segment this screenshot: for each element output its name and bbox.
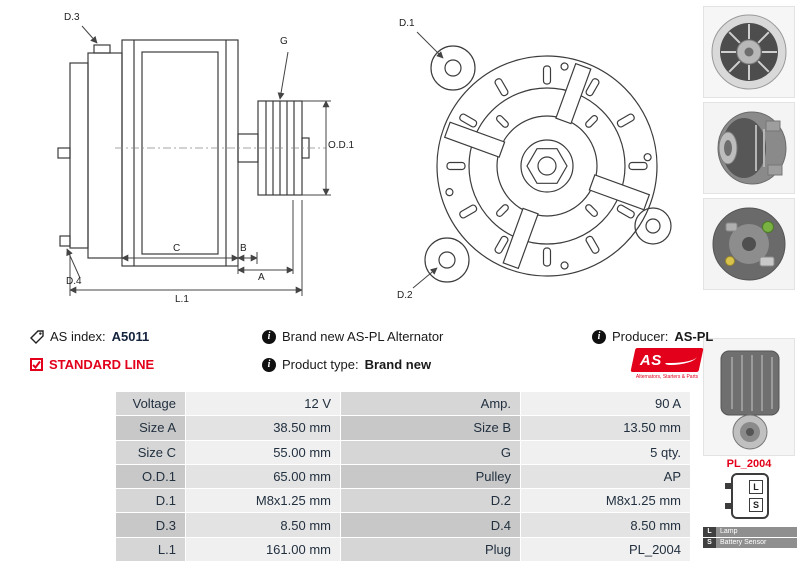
product-type-label: Product type: <box>282 357 359 372</box>
product-type-row: Product type: Brand new <box>262 357 431 372</box>
side-view-lines <box>57 25 331 296</box>
spec-value-cell: 90 A <box>520 390 691 417</box>
as-index-label: AS index: <box>50 329 106 344</box>
table-row: O.D.1 65.00 mm Pulley AP <box>115 463 691 490</box>
plug-legend: L Lamp S Battery Sensor <box>703 527 797 548</box>
as-pl-logo-tagline: Alternators, Starters & Parts <box>635 374 699 380</box>
info-icon <box>262 329 276 344</box>
producer-row: Producer: AS-PL <box>592 329 713 344</box>
spec-value-cell: M8x1.25 mm <box>520 488 691 514</box>
brand-new-row: Brand new AS-PL Alternator <box>262 329 443 344</box>
spec-label-cell: Voltage <box>115 390 186 417</box>
legend-row: L Lamp <box>703 527 797 537</box>
spec-label-cell: D.3 <box>115 512 186 538</box>
legend-key: S <box>703 538 716 548</box>
spec-value-cell: 5 qty. <box>520 439 691 465</box>
alternator-front-photo <box>704 7 794 97</box>
legend-label: Lamp <box>716 527 797 537</box>
standard-line-text: STANDARD LINE <box>49 357 155 372</box>
spec-value-cell: 13.50 mm <box>520 415 691 441</box>
alternator-rear-photo <box>704 199 794 289</box>
spec-value-cell: 55.00 mm <box>185 439 341 465</box>
plug-name: PL_2004 <box>726 458 772 470</box>
spec-label-cell: Size A <box>115 415 186 441</box>
dim-label-a: A <box>258 272 265 283</box>
dim-label-d2: D.2 <box>397 290 413 301</box>
checked-checkbox-icon <box>30 358 43 371</box>
spec-label-cell: D.4 <box>340 512 521 538</box>
spec-label-cell: Size B <box>340 415 521 441</box>
producer-label: Producer: <box>612 329 669 344</box>
product-photo-1[interactable] <box>703 6 795 98</box>
logo-swoosh <box>664 355 697 365</box>
tag-icon <box>30 329 44 344</box>
plug-pin-l: L <box>749 480 763 494</box>
spec-value-cell: 8.50 mm <box>520 512 691 538</box>
spec-label-cell: D.1 <box>115 488 186 514</box>
technical-drawing-front-view: D.1 D.2 <box>395 8 695 313</box>
spec-value-cell: 65.00 mm <box>185 463 341 490</box>
product-photo-4[interactable] <box>703 338 795 456</box>
table-row: Voltage 12 V Amp. 90 A <box>115 390 691 417</box>
spec-label-cell: O.D.1 <box>115 463 186 490</box>
legend-label: Battery Sensor <box>716 538 797 548</box>
spec-value-cell: 38.50 mm <box>185 415 341 441</box>
product-type-value: Brand new <box>364 357 432 372</box>
table-row: D.3 8.50 mm D.4 8.50 mm <box>115 512 691 538</box>
spec-value-cell: AP <box>520 463 691 490</box>
plug-stub <box>725 503 733 509</box>
spec-value-cell: 12 V <box>185 390 341 417</box>
plug-stub <box>725 483 733 489</box>
product-photo-3[interactable] <box>703 198 795 290</box>
legend-row: S Battery Sensor <box>703 538 797 548</box>
as-index-value: A5011 <box>111 329 150 344</box>
producer-value: AS-PL <box>674 329 714 344</box>
spec-value-cell: 8.50 mm <box>185 512 341 538</box>
as-pl-logo-flag: AS <box>630 348 704 372</box>
brand-new-text: Brand new AS-PL Alternator <box>282 329 444 344</box>
front-view-lines <box>412 31 672 289</box>
as-pl-logo-text: AS <box>640 351 662 369</box>
table-row: L.1 161.00 mm Plug PL_2004 <box>115 536 691 563</box>
dim-label-c: C <box>173 243 181 254</box>
spec-label-cell: D.2 <box>340 488 521 514</box>
product-photo-2[interactable] <box>703 102 795 194</box>
legend-key: L <box>703 527 716 537</box>
dim-label-d4: D.4 <box>66 276 82 287</box>
info-icon <box>592 329 606 344</box>
alternator-side-photo <box>704 339 794 455</box>
alternator-angle-photo <box>704 103 794 193</box>
spec-label-cell: G <box>340 439 521 465</box>
dim-label-d1: D.1 <box>399 18 415 29</box>
table-row: D.1 M8x1.25 mm D.2 M8x1.25 mm <box>115 488 691 514</box>
dim-label-l1: L.1 <box>175 294 189 305</box>
plug-pin-s: S <box>749 498 763 512</box>
plug-connector-icon: L S <box>725 473 769 519</box>
spec-value-cell: 161.00 mm <box>185 536 341 563</box>
spec-value-cell: M8x1.25 mm <box>185 488 341 514</box>
spec-label-cell: L.1 <box>115 536 186 563</box>
dim-label-b: B <box>240 243 247 254</box>
spec-table: Voltage 12 V Amp. 90 A Size A 38.50 mm S… <box>115 390 691 563</box>
dim-label-od1: O.D.1 <box>328 140 355 151</box>
spec-label-cell: Size C <box>115 439 186 465</box>
dim-label-g: G <box>280 36 288 47</box>
spec-label-cell: Pulley <box>340 463 521 490</box>
table-row: Size A 38.50 mm Size B 13.50 mm <box>115 415 691 441</box>
technical-drawing-side-view: D.3 G O.D.1 D.4 C B A L.1 <box>30 8 360 313</box>
as-pl-logo: AS Alternators, Starters & Parts <box>630 348 704 382</box>
spec-label-cell: Plug <box>340 536 521 563</box>
dim-label-d3: D.3 <box>64 12 80 23</box>
spec-value-cell: PL_2004 <box>520 536 691 563</box>
spec-label-cell: Amp. <box>340 390 521 417</box>
standard-line-row: STANDARD LINE <box>30 357 154 372</box>
table-row: Size C 55.00 mm G 5 qty. <box>115 439 691 465</box>
info-icon <box>262 357 276 372</box>
as-index-row: AS index: A5011 <box>30 329 149 344</box>
